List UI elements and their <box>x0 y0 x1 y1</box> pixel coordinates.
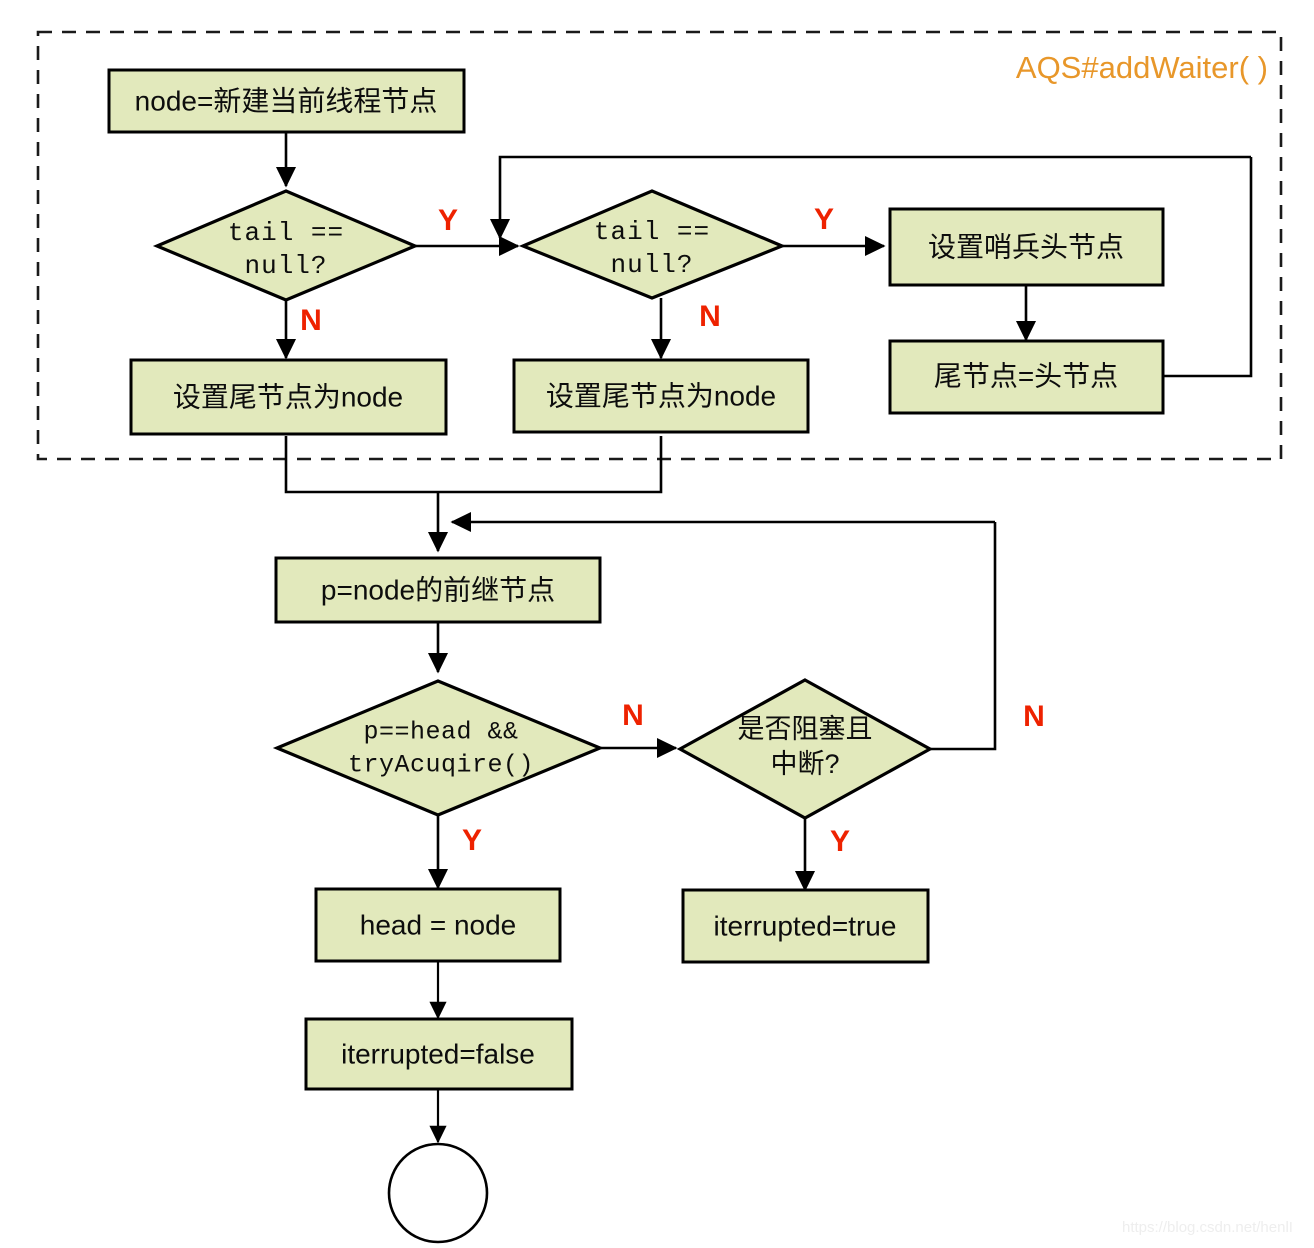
branch-label-d3-no: N <box>622 699 644 732</box>
decision-tail-null-2-line2: null? <box>610 250 693 280</box>
edge-loop-to-d2 <box>489 155 1251 240</box>
group-title: AQS#addWaiter( ) <box>1016 50 1268 85</box>
node-p-is-pred[interactable]: p=node的前继节点 <box>274 556 602 624</box>
node-new-node-label: node=新建当前线程节点 <box>135 85 438 116</box>
node-set-tail-node-left-label: 设置尾节点为node <box>173 381 403 412</box>
group-box-addwaiter <box>36 30 1283 461</box>
decision-blocked-interrupted-line2: 中断? <box>770 749 839 779</box>
node-interrupted-true[interactable]: iterrupted=true <box>681 888 930 964</box>
node-p-is-pred-label: p=node的前继节点 <box>321 574 555 605</box>
decision-blocked-interrupted-line1: 是否阻塞且 <box>738 714 873 744</box>
node-set-sentinel-head-label: 设置哨兵头节点 <box>928 231 1124 262</box>
branch-label-d1-yes: Y <box>438 204 458 237</box>
node-terminator[interactable] <box>387 1142 489 1244</box>
node-head-eq-node[interactable]: head = node <box>314 887 562 963</box>
branch-label-d4-no: N <box>1023 700 1045 733</box>
node-set-sentinel-head[interactable]: 设置哨兵头节点 <box>888 207 1165 287</box>
node-set-tail-node-mid-label: 设置尾节点为node <box>546 380 776 411</box>
node-tail-eq-head[interactable]: 尾节点=头节点 <box>888 339 1165 415</box>
decision-p-head-tryacquire[interactable]: p==head && tryAcuqire() <box>272 679 605 817</box>
branch-label-d4-yes: Y <box>830 825 850 858</box>
node-interrupted-false[interactable]: iterrupted=false <box>304 1017 574 1091</box>
decision-p-head-tryacquire-line2: tryAcuqire() <box>348 751 534 780</box>
edge-taileqhead-loopback <box>1163 157 1253 378</box>
decision-tail-null-2-line1: tail == <box>594 217 710 247</box>
edge-d4-no-loopback <box>930 522 997 751</box>
decision-tail-null-1-line1: tail == <box>228 218 344 248</box>
node-new-node[interactable]: node=新建当前线程节点 <box>107 68 466 134</box>
node-set-tail-node-mid[interactable]: 设置尾节点为node <box>512 358 810 434</box>
branch-label-d2-yes: Y <box>814 203 834 236</box>
decision-p-head-tryacquire-line1: p==head && <box>363 718 518 747</box>
decision-tail-null-1-line2: null? <box>244 251 327 281</box>
edge-merge-to-pispred <box>284 436 663 553</box>
branch-label-d2-no: N <box>699 300 721 333</box>
decision-tail-null-2[interactable]: tail == null? <box>518 189 787 300</box>
branch-label-d1-no: N <box>300 304 322 337</box>
node-head-eq-node-label: head = node <box>360 909 517 940</box>
decision-tail-null-1[interactable]: tail == null? <box>152 189 420 302</box>
node-tail-eq-head-label: 尾节点=头节点 <box>934 360 1118 391</box>
decision-blocked-interrupted[interactable]: 是否阻塞且 中断? <box>676 678 934 820</box>
branch-label-d3-yes: Y <box>462 824 482 857</box>
watermark: https://blog.csdn.net/henlI <box>1122 1219 1293 1236</box>
node-interrupted-false-label: iterrupted=false <box>341 1038 535 1069</box>
node-set-tail-node-left[interactable]: 设置尾节点为node <box>129 358 448 436</box>
node-interrupted-true-label: iterrupted=true <box>714 910 897 941</box>
